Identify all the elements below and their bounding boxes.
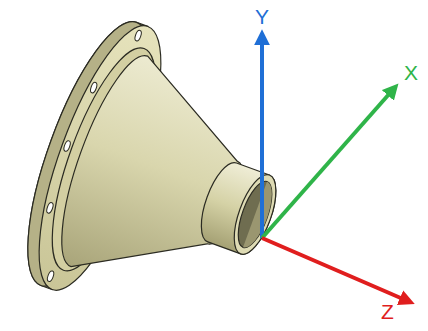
y-axis [260, 42, 264, 238]
coordinate-axes [262, 42, 403, 299]
flanged-adapter [3, 9, 318, 331]
axis-label: X [404, 62, 418, 83]
x-axis [262, 93, 390, 238]
z-axis [262, 238, 403, 299]
tube-body [193, 158, 285, 260]
axis-label: Z [381, 301, 394, 322]
axis-label: Y [255, 6, 269, 27]
